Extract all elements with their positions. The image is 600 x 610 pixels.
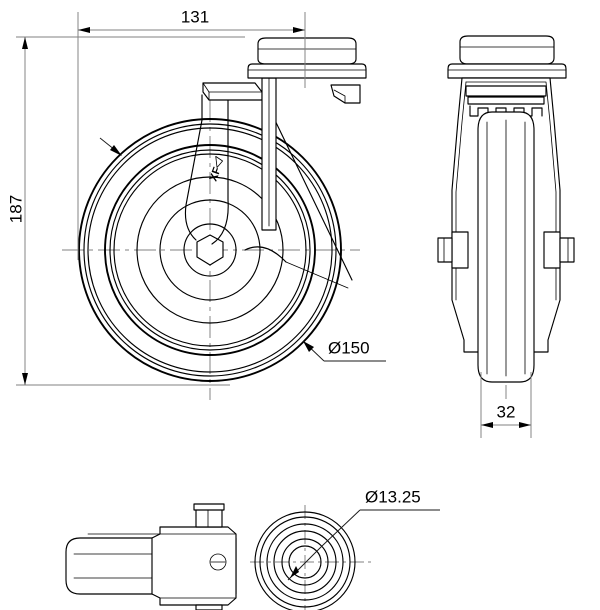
dimension-diameter-13-25: Ø13.25 [321,487,440,547]
raceway-band-2 [467,96,545,105]
dim-32-arrow-right [519,422,531,428]
dim-187-arrow-top [22,37,28,49]
plan-bore-circle [288,545,322,579]
dim-32-arrow-left [481,422,493,428]
dim-131-text: 131 [181,7,209,26]
side-fork-yoke-inner-right [465,81,557,301]
plan-plate-outer-circle [254,511,356,610]
tire-inner-circle-2 [87,127,333,373]
side-elevation-view [437,35,575,400]
dimension-131: 131 [77,7,306,260]
fork-left-leg-outer [184,94,203,241]
side-axle-bolt-left [437,231,469,269]
dim-187-arrow-bottom [22,373,28,385]
top-mounting-plate [247,37,367,79]
brand-mark-text: XF [208,165,224,183]
dimension-32: 32 [480,372,532,438]
dim-131-arrow-left [78,27,90,33]
side-top-plate-base [447,63,567,79]
dim-32-text: 32 [497,402,516,421]
top-plate-base [247,63,367,79]
plan-plate-circle-2 [259,516,351,608]
side-top-mounting-plate [447,35,567,79]
dim-1325-text: Ø13.25 [365,487,421,506]
top-plate-cap [257,37,357,65]
fork-right-leg-outer [269,109,353,281]
tire-outer-circle [78,118,342,382]
dimension-187: 187 [6,36,245,386]
dim-131-arrow-right [293,27,305,33]
axle-bolt-right-washer [543,231,561,269]
axle-hex-nut [196,234,224,266]
axle-bolt-right-head [559,237,575,263]
dim-1325-leader-angled [321,509,361,547]
hub-bore-circle [183,223,237,277]
raceway-band-1 [465,85,547,97]
rim-outer-circle [109,149,311,351]
axle-bolt-left-washer [451,231,469,269]
plan-stem-stub-bottom [195,604,223,610]
plan-stem-stub [195,507,223,528]
side-axle-bolt-right [543,231,575,269]
plan-side-hole [209,553,227,571]
brand-mark: XF [208,155,224,183]
plan-plate-circle-5 [281,538,329,586]
plan-plate-circle-4 [273,530,337,594]
fork-right-leg-inner-ext [285,261,349,289]
plan-yoke-neck [151,526,237,606]
tire-inner-circle-1 [83,123,337,377]
side-top-plate-cap [459,35,555,65]
dimension-diameter-150: Ø150 [302,338,386,362]
tread-shoulder-circle [104,144,316,356]
plan-stem-cap [193,503,225,511]
plan-bore-leader [287,545,323,581]
tread-callout-arrow [99,137,122,156]
rim-inner-circle [113,153,307,347]
dim-150-arrow [303,341,314,352]
plan-plate-circle-3 [266,523,344,601]
fork-left-flange [202,82,263,101]
dim-187-text: 187 [6,195,25,223]
fork-left-leg-inner [211,94,229,245]
fork-right-flange [330,84,361,104]
fork-right-flange-fold [333,89,346,104]
hub-disc-circle [136,176,284,324]
hub-boss-circle [159,199,261,301]
brand-mark-glyph [215,155,223,168]
axle-bolt-left-head [437,237,453,263]
dim-150-text: Ø150 [328,338,370,357]
fork-right-leg-inner [244,246,287,263]
front-elevation-view: XF [62,37,367,400]
bottom-plan-view [65,503,375,610]
